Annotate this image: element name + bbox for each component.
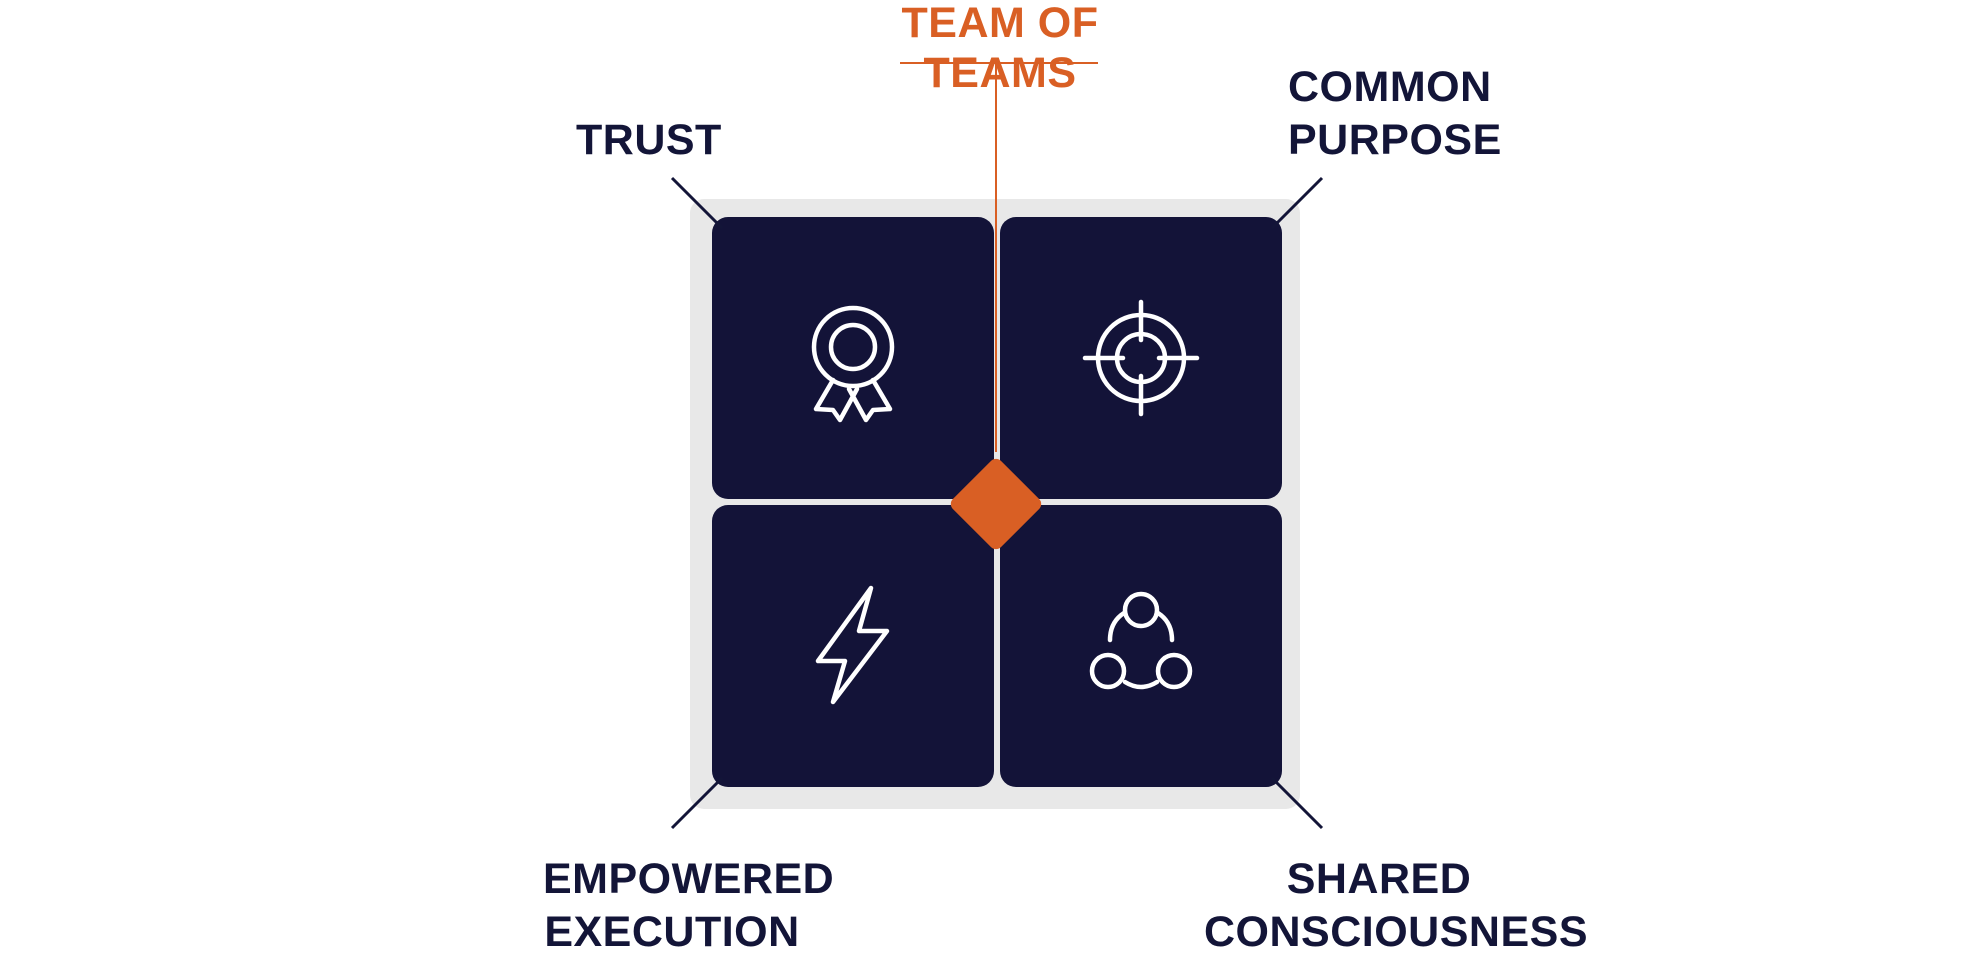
connected-circles-icon: [1089, 591, 1193, 690]
target-crosshair-icon: [1082, 299, 1200, 417]
shared-consciousness-label-line-2: CONSCIOUSNESS: [1204, 908, 1589, 956]
common-purpose-label: COMMON PURPOSE: [1288, 61, 1502, 167]
shared-consciousness-label: SHARED CONSCIOUSNESS: [1204, 853, 1589, 959]
trust-label: TRUST: [576, 114, 722, 167]
common-purpose-label-line-1: COMMON: [1288, 63, 1492, 111]
empowered-execution-connector-line: [670, 776, 724, 830]
team-of-teams-label: TEAM OF TEAMS: [901, 0, 1099, 97]
team-of-teams-diamond: [950, 458, 1042, 550]
trust-label-line-1: TRUST: [576, 116, 722, 164]
award-ribbon-icon: [811, 305, 895, 423]
trust-connector-line: [670, 176, 724, 230]
common-purpose-label-line-2: PURPOSE: [1288, 116, 1502, 164]
shared-consciousness-label-line-1: SHARED: [1286, 855, 1472, 903]
empowered-execution-label-line-2: EXECUTION: [544, 908, 800, 956]
empowered-execution-tile: [712, 505, 994, 787]
empowered-execution-label-line-1: EMPOWERED: [543, 855, 835, 903]
common-purpose-tile: [1000, 217, 1282, 499]
lightning-bolt-icon: [815, 585, 890, 705]
shared-consciousness-tile: [1000, 505, 1282, 787]
trust-tile: [712, 217, 994, 499]
common-purpose-connector-line: [1270, 176, 1324, 230]
empowered-execution-label: EMPOWERED EXECUTION: [543, 853, 835, 959]
shared-consciousness-connector-line: [1270, 776, 1324, 830]
